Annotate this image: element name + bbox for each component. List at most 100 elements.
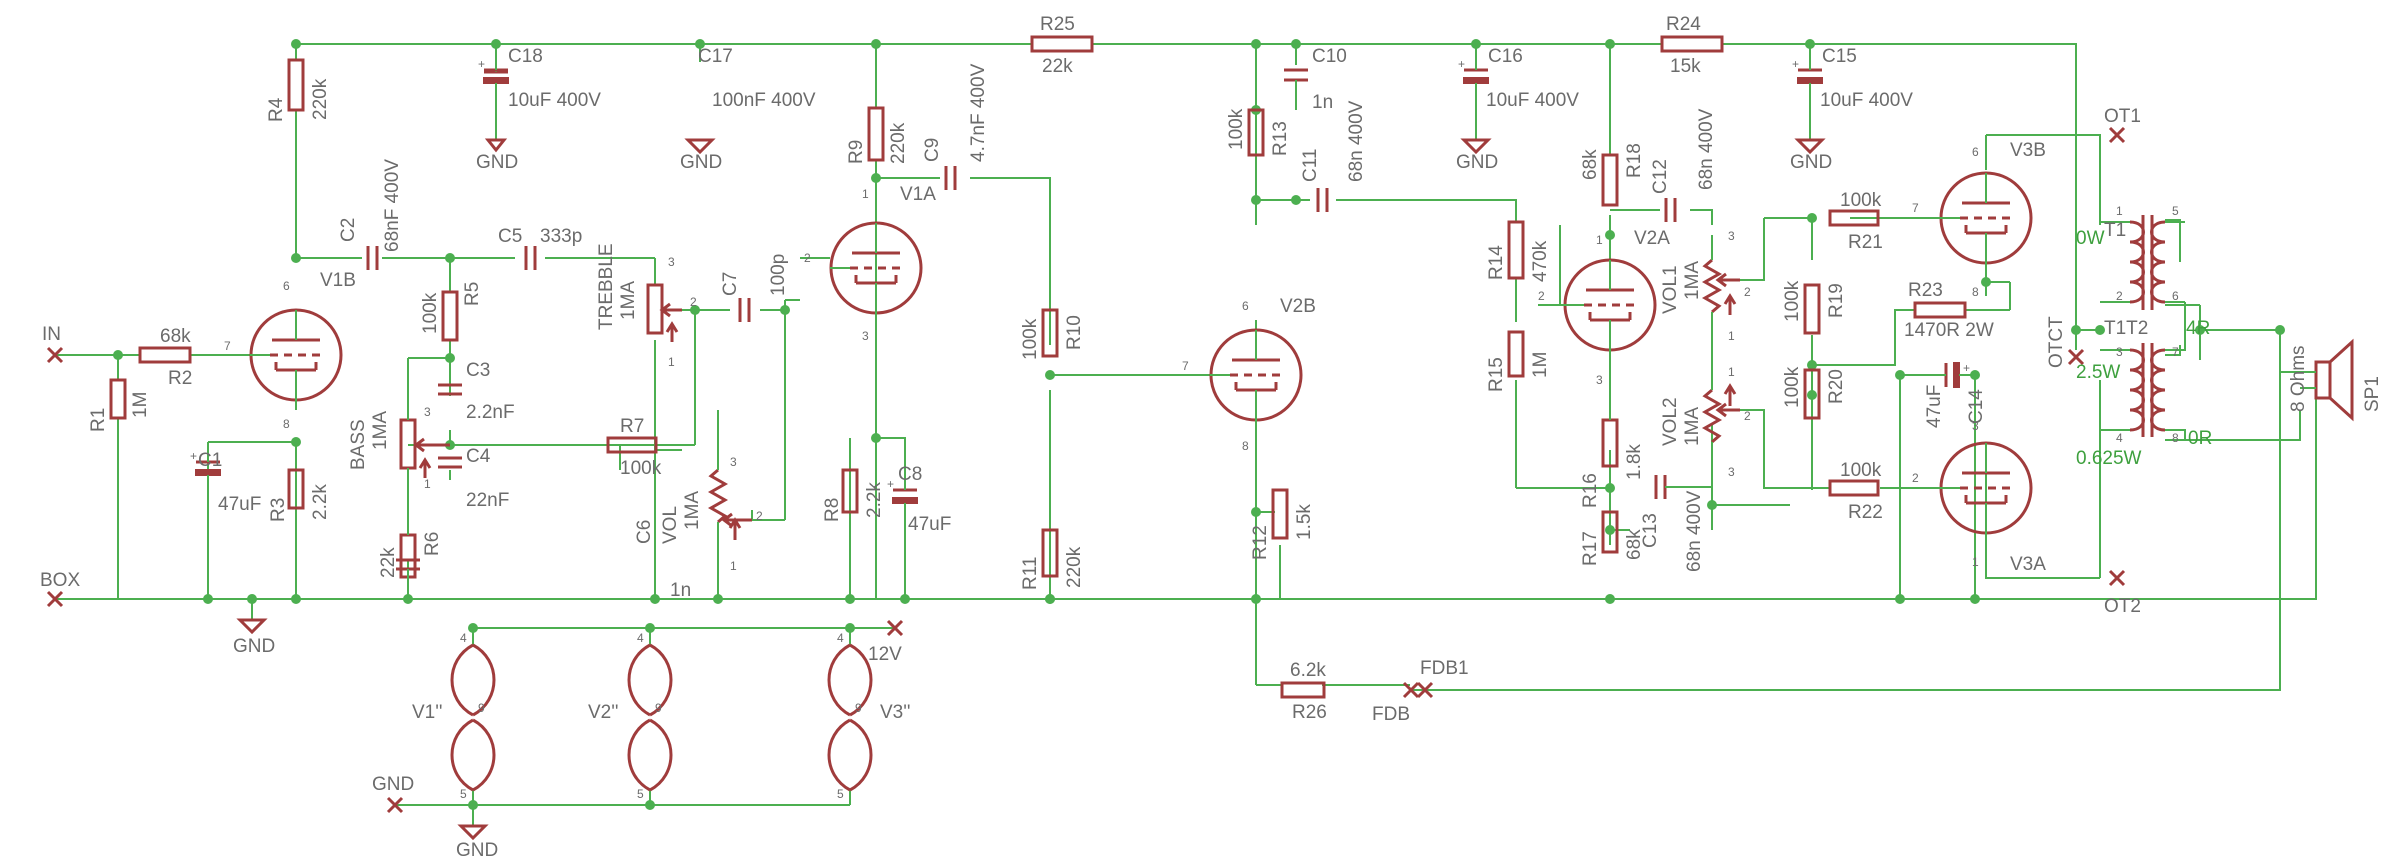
label-trebble: TREBBLE — [596, 243, 617, 330]
label-r17: R17 — [1580, 531, 1601, 566]
label-c5-value: 333p — [540, 226, 582, 247]
label-c15: C15 — [1822, 46, 1857, 67]
pin-number: 2 — [1744, 285, 1751, 299]
ground-icon — [236, 599, 268, 635]
capacitor-c14: + — [1935, 361, 1975, 388]
tube-v2a — [1538, 258, 1657, 420]
pin-number: 1 — [668, 355, 675, 369]
capacitor-c16: + — [1458, 57, 1489, 140]
label-r5: R5 — [462, 282, 483, 306]
label-r2: R2 — [168, 368, 192, 389]
pot-bass — [399, 410, 450, 535]
svg-text:+: + — [190, 449, 197, 463]
pin-number: 2 — [756, 509, 763, 523]
resistor-r13 — [1247, 108, 1265, 157]
pin-number: 4 — [2116, 431, 2123, 445]
label-r9: R9 — [846, 140, 867, 164]
ground-icon — [457, 805, 489, 841]
label-r7: R7 — [620, 416, 644, 437]
label-r21: R21 — [1848, 232, 1883, 253]
label-t1t2: T1T2 — [2104, 318, 2148, 339]
tubes — [249, 171, 2033, 792]
label-in: IN — [42, 324, 61, 345]
label-r4: R4 — [266, 97, 287, 122]
pin-number: 7 — [1182, 359, 1189, 373]
pin-number: 6 — [283, 279, 290, 293]
label-c13: C13 — [1640, 513, 1661, 548]
label-fdb: FDB — [1372, 704, 1410, 725]
capacitor-c11 — [1316, 188, 1329, 212]
label-c7-value: 100p — [768, 254, 789, 296]
pin-number: 6 — [2172, 289, 2179, 303]
pin-number: 8 — [283, 417, 290, 431]
pin-number: 2 — [1912, 471, 1919, 485]
heater-v3 — [827, 643, 873, 792]
resistor-r1 — [109, 378, 127, 420]
label-r23-value: 1470R 2W — [1904, 320, 1994, 341]
resistor-r9 — [867, 106, 885, 162]
label-r24: R24 — [1666, 14, 1701, 35]
label-bass: BASS — [348, 419, 369, 470]
capacitor-c15: + — [1792, 57, 1823, 140]
pin-number: 3 — [730, 455, 737, 469]
label-r7-value: 100k — [620, 458, 662, 479]
label-r3-value: 2.2k — [310, 484, 331, 520]
pin-number: 1 — [424, 477, 431, 491]
resistor-r26 — [1280, 681, 1326, 699]
label-c4-value: 22nF — [466, 490, 509, 511]
label-r16: R16 — [1580, 473, 1601, 508]
label-otct: OTCT — [2046, 316, 2067, 368]
label-c12-value: 68n 400V — [1696, 108, 1717, 190]
pin-number: 1 — [1728, 329, 1735, 343]
junctions — [113, 39, 2285, 810]
label-v1b: V1B — [320, 270, 356, 291]
resistor-r24 — [1660, 35, 1724, 53]
label-vol1-value: 1MA — [1682, 261, 1703, 300]
capacitors: + + + + + + — [190, 44, 1975, 599]
label-r16-value: 1.8k — [1624, 444, 1645, 480]
label-ot2: OT2 — [2104, 596, 2141, 617]
resistor-r4 — [287, 58, 305, 112]
pin-number: 3 — [862, 329, 869, 343]
terminal-fdb — [1402, 681, 1420, 699]
label-r14: R14 — [1486, 245, 1507, 280]
label-r25-value: 22k — [1042, 56, 1073, 77]
label-gnd: GND — [372, 774, 414, 795]
capacitor-c13 — [1654, 475, 1712, 499]
label-r18-value: 68k — [1580, 149, 1601, 180]
label-trebble-value: 1MA — [618, 281, 639, 320]
resistor-r14 — [1507, 220, 1525, 280]
pin-number: 7 — [224, 339, 231, 353]
pin-number: 7 — [1912, 201, 1919, 215]
label-12v: 12V — [868, 644, 902, 665]
label-r15: R15 — [1486, 357, 1507, 392]
label-r12: R12 — [1250, 525, 1271, 560]
ground-icon — [684, 138, 716, 155]
tube-v1a — [829, 221, 923, 325]
label-gnd: GND — [1790, 152, 1832, 173]
capacitor-c8: + — [887, 455, 918, 599]
potentiometers — [399, 235, 1740, 555]
label-r5-value: 100k — [420, 292, 441, 334]
resistor-r3 — [287, 468, 305, 510]
label-v2-heater: V2'' — [588, 702, 619, 723]
label-c6-v: 1n — [670, 580, 691, 601]
label-v1a: V1A — [900, 184, 936, 205]
resistor-r5 — [441, 290, 459, 342]
svg-text:+: + — [887, 477, 894, 491]
label-vol2-value: 1MA — [1682, 407, 1703, 446]
pin-number: 6 — [1972, 145, 1979, 159]
ground-icon — [484, 132, 508, 153]
label-r25: R25 — [1040, 14, 1075, 35]
resistor-r12 — [1271, 488, 1289, 540]
label-gnd: GND — [233, 636, 275, 657]
svg-text:+: + — [1792, 57, 1799, 71]
label-r12-value: 1.5k — [1294, 504, 1315, 540]
terminal-ot2 — [2108, 569, 2126, 587]
label-ot1: OT1 — [2104, 106, 2141, 127]
pin-number: 8 — [1972, 285, 1979, 299]
pin-number: 1 — [1728, 365, 1735, 379]
pin-number: 2 — [1538, 289, 1545, 303]
label-c3: C3 — [466, 360, 490, 381]
